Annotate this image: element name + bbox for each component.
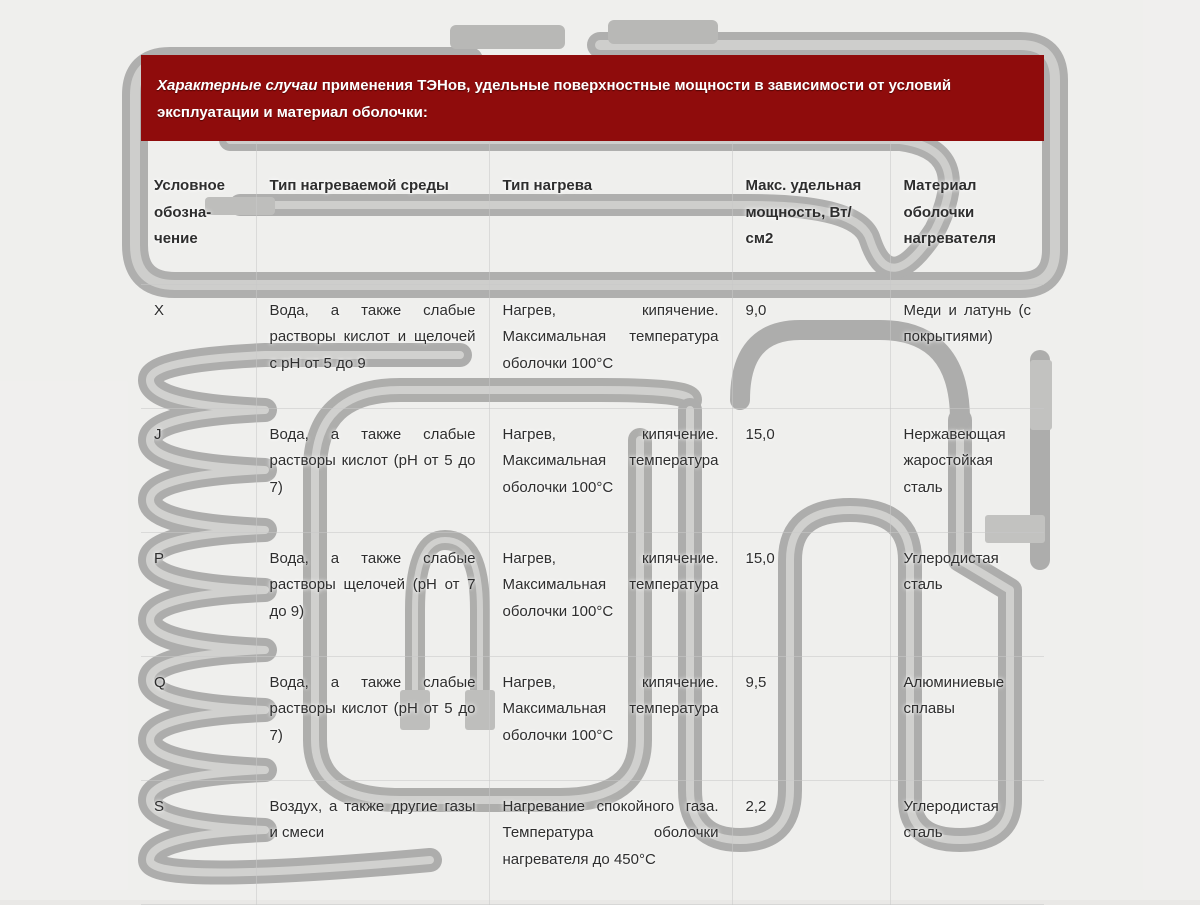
header-title-text: применения ТЭНов, удельные поверхностные… <box>157 77 952 121</box>
table-row: P Вода, а также слабые растворы щелочей … <box>141 532 1044 657</box>
cell-heating: Нагрев, кипячение. Максимальная температ… <box>489 408 733 533</box>
table-header-row: Условное обозна-чение Тип нагреваемой ср… <box>141 141 1044 285</box>
column-header-material: Материал оболочки нагревателя <box>890 141 1044 285</box>
cell-code: J <box>141 408 257 533</box>
cell-medium: Вода, а также слабые растворы щелочей (p… <box>256 532 490 657</box>
cell-power: 9,5 <box>732 656 891 781</box>
panel-header: Характерные случаи применения ТЭНов, уде… <box>141 55 1044 141</box>
cell-code: X <box>141 284 257 409</box>
table-row: X Вода, а также слабые растворы кислот и… <box>141 284 1044 409</box>
cell-power: 9,0 <box>732 284 891 409</box>
cell-medium: Вода, а также слабые растворы кислот и щ… <box>256 284 490 409</box>
cell-material: Алюминиевые сплавы <box>890 656 1044 781</box>
column-header-code: Условное обозна-чение <box>141 141 257 285</box>
cell-medium: Вода, а также слабые растворы кислот (pH… <box>256 408 490 533</box>
cell-medium: Вода, а также слабые растворы кислот (pH… <box>256 656 490 781</box>
cell-heating: Нагрев, кипячение. Максимальная температ… <box>489 656 733 781</box>
heater-spec-table: Условное обозна-чение Тип нагреваемой ср… <box>141 141 1044 905</box>
cell-heating: Нагрев, кипячение. Максимальная температ… <box>489 284 733 409</box>
cell-material: Меди и латунь (с покрытиями) <box>890 284 1044 409</box>
cell-code: P <box>141 532 257 657</box>
spec-panel: Характерные случаи применения ТЭНов, уде… <box>141 55 1044 905</box>
cell-material: Углеродистая сталь <box>890 780 1044 905</box>
cell-material: Нержавеющая жаростойкая сталь <box>890 408 1044 533</box>
cell-code: S <box>141 780 257 905</box>
table-row: J Вода, а также слабые растворы кислот (… <box>141 408 1044 533</box>
cell-medium: Воздух, а также другие газы и смеси <box>256 780 490 905</box>
cell-heating: Нагрев, кипячение. Максимальная температ… <box>489 532 733 657</box>
cell-material: Углеродистая сталь <box>890 532 1044 657</box>
column-header-power: Макс. удельная мощность, Вт/см2 <box>732 141 891 285</box>
header-title-highlight: Характерные случаи <box>157 77 318 94</box>
column-header-heating: Тип нагрева <box>489 141 733 285</box>
cell-power: 2,2 <box>732 780 891 905</box>
cell-heating: Нагревание спокойного газа. Температура … <box>489 780 733 905</box>
cell-power: 15,0 <box>732 532 891 657</box>
cell-code: Q <box>141 656 257 781</box>
table-row: S Воздух, а также другие газы и смеси На… <box>141 780 1044 905</box>
table-row: Q Вода, а также слабые растворы кислот (… <box>141 656 1044 781</box>
cell-power: 15,0 <box>732 408 891 533</box>
column-header-medium: Тип нагреваемой среды <box>256 141 490 285</box>
